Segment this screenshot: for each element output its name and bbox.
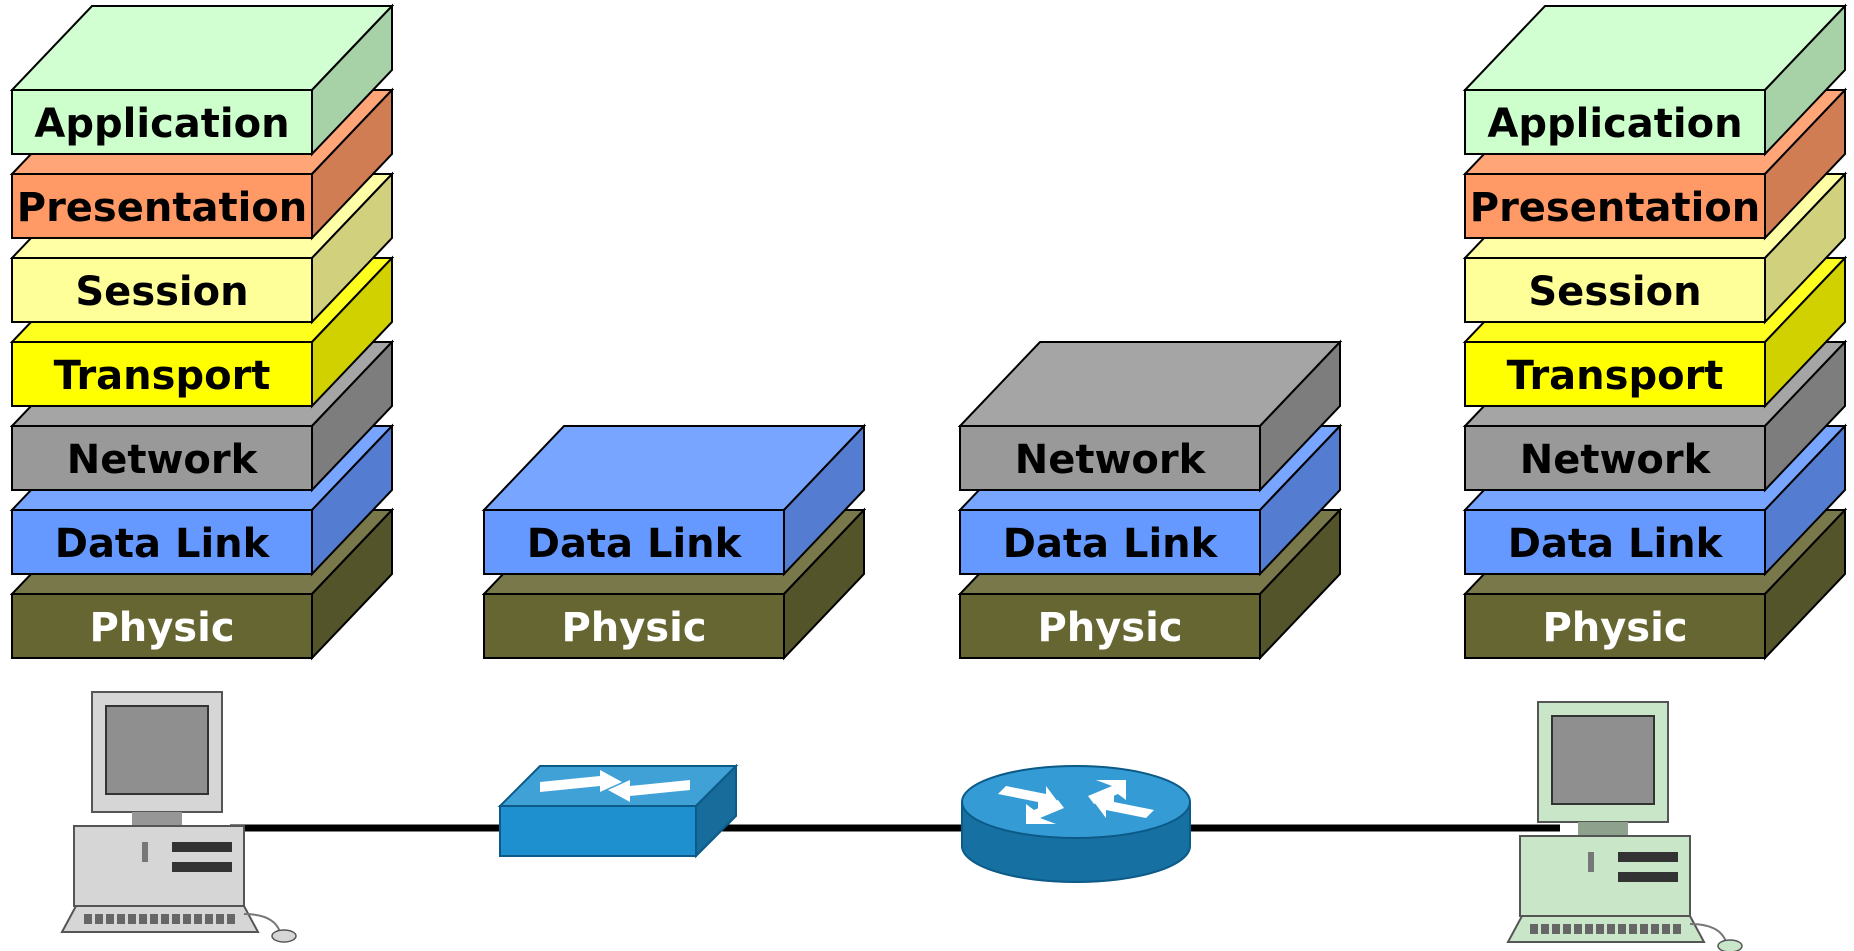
network-devices bbox=[60, 691, 1743, 951]
layer-front-face bbox=[483, 509, 785, 575]
layer-network: Network bbox=[957, 339, 1343, 493]
stack-end-host-left: Physic Data Link Network Transport Session Pr… bbox=[9, 3, 395, 661]
layer-stacks: Physic Data Link Network Transport Session Pr… bbox=[9, 3, 1848, 661]
layer-data-link: Data Link bbox=[481, 423, 867, 577]
layer-front-face bbox=[1464, 425, 1766, 491]
layer-application: Application bbox=[9, 3, 395, 157]
layer-label: Physic bbox=[1037, 605, 1182, 651]
layer-label: Data Link bbox=[55, 521, 271, 567]
layer-front-face bbox=[959, 509, 1261, 575]
layer-label: Network bbox=[1520, 437, 1712, 483]
layer-label: Application bbox=[1487, 101, 1742, 147]
layer-front-face bbox=[11, 89, 313, 155]
layer-application: Application bbox=[1462, 3, 1848, 157]
left-computer-icon bbox=[60, 691, 297, 943]
layer-front-face bbox=[959, 425, 1261, 491]
layer-label: Transport bbox=[54, 353, 271, 399]
layer-label: Data Link bbox=[527, 521, 743, 567]
right-computer-icon bbox=[1506, 701, 1743, 951]
layer-label: Physic bbox=[561, 605, 706, 651]
layer-label: Transport bbox=[1507, 353, 1724, 399]
layer-front-face bbox=[959, 593, 1261, 659]
layer-label: Data Link bbox=[1508, 521, 1724, 567]
switch-icon bbox=[497, 763, 739, 859]
layer-front-face bbox=[11, 509, 313, 575]
layer-label: Network bbox=[67, 437, 259, 483]
layer-front-face bbox=[11, 173, 313, 239]
layer-label: Session bbox=[75, 269, 248, 315]
stack-switch: Physic Data Link bbox=[481, 423, 867, 661]
layer-front-face bbox=[1464, 509, 1766, 575]
layer-front-face bbox=[1464, 257, 1766, 323]
layer-label: Network bbox=[1015, 437, 1207, 483]
layer-front-face bbox=[1464, 173, 1766, 239]
layer-front-face bbox=[11, 593, 313, 659]
layer-front-face bbox=[1464, 593, 1766, 659]
layer-label: Application bbox=[34, 101, 289, 147]
stack-end-host-right: Physic Data Link Network Transport Session Pr… bbox=[1462, 3, 1848, 661]
layer-label: Physic bbox=[89, 605, 234, 651]
layer-label: Presentation bbox=[1470, 185, 1761, 231]
layer-front-face bbox=[1464, 341, 1766, 407]
layer-front-face bbox=[11, 257, 313, 323]
layer-label: Presentation bbox=[17, 185, 308, 231]
layer-label: Data Link bbox=[1003, 521, 1219, 567]
router-icon bbox=[961, 765, 1191, 883]
layer-front-face bbox=[11, 425, 313, 491]
layer-label: Physic bbox=[1542, 605, 1687, 651]
layer-label: Session bbox=[1528, 269, 1701, 315]
stack-router: Physic Data Link Network bbox=[957, 339, 1343, 661]
layer-front-face bbox=[11, 341, 313, 407]
layer-front-face bbox=[1464, 89, 1766, 155]
layer-front-face bbox=[483, 593, 785, 659]
